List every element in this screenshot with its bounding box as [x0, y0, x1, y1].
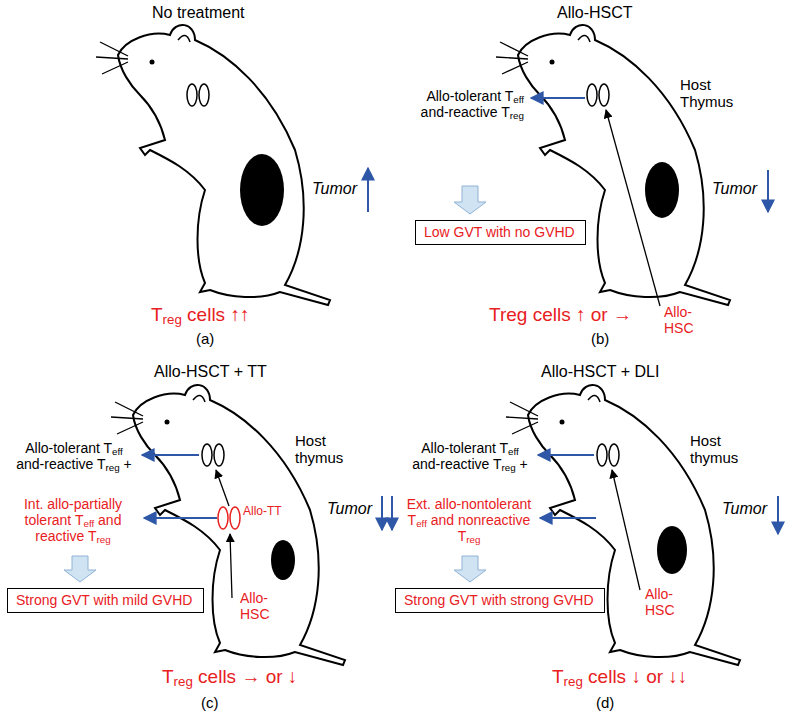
panel-title: Allo-HSCT: [557, 4, 633, 22]
thymus-label: Host Thymus: [680, 76, 738, 111]
tumor-trend-arrow: [381, 496, 383, 530]
treg-status: Treg cells ↓ or ↓↓: [552, 666, 687, 688]
thymus-lobe: [597, 444, 607, 466]
tumor-trend-arrow: [367, 168, 369, 212]
tumor: [645, 162, 679, 218]
outcome-box: Strong GVT with mild GVHD: [7, 588, 204, 613]
tumor-label: Tumor: [327, 500, 372, 518]
thymus-transplant-lobe: [218, 507, 228, 529]
panel-letter: (a): [196, 330, 214, 347]
transplant-label: Allo-TT: [243, 505, 282, 519]
tumor: [657, 526, 687, 574]
thymus-lobe: [609, 444, 619, 466]
output-arrow: [144, 517, 217, 519]
infusion-arrow: [606, 110, 660, 306]
tumor-trend-arrow: [391, 496, 393, 530]
thymus-label: Host thymus: [690, 432, 748, 467]
thymus-label: Host thymus: [295, 432, 353, 467]
tumor-label: Tumor: [712, 180, 757, 198]
outcome-text: Strong GVT with strong GVHD: [404, 592, 596, 609]
mouse: [496, 25, 730, 305]
output-arrow: [540, 517, 596, 519]
outcome-box: Low GVT with no GVHD: [415, 220, 586, 245]
infusion-arrow: [216, 470, 229, 506]
panel-title: Allo-HSCT + DLI: [541, 363, 659, 381]
treg-status: Treg cells ↑↑: [151, 304, 249, 326]
panel-title: No treatment: [152, 4, 244, 22]
infusion-arrow: [612, 470, 640, 590]
mouse: [506, 385, 740, 665]
thymus-lobe: [202, 444, 212, 466]
tumor-label: Tumor: [312, 180, 357, 198]
tumor-label: Tumor: [722, 500, 767, 518]
thymus-lobe: [199, 84, 209, 106]
panel-letter: (c): [201, 694, 219, 711]
outcome-box: Strong GVT with strong GVHD: [395, 588, 605, 613]
cell-source-label: Allo-HSC: [240, 590, 282, 622]
cell-source-label: Allo-HSC: [664, 304, 706, 336]
treg-status: Treg cells → or ↓: [162, 666, 297, 688]
output-arrow: [142, 454, 199, 456]
cell-population-label: Ext. allo-nontolerant Teff and nonreacti…: [404, 496, 534, 544]
output-arrow: [531, 97, 585, 99]
tumor: [271, 540, 295, 580]
thymus-lobe: [587, 84, 597, 106]
treg-status: Treg cells ↑ or →: [489, 304, 632, 326]
mouse: [96, 25, 330, 305]
output-arrow: [538, 454, 594, 456]
tumor: [240, 154, 284, 226]
block-arrow: [454, 186, 486, 214]
block-arrow: [64, 556, 96, 582]
thymus-lobe: [599, 84, 609, 106]
outcome-text: Low GVT with no GVHD: [424, 224, 577, 241]
tumor-trend-arrow: [777, 496, 779, 534]
thymus-lobe: [214, 444, 224, 466]
tumor-trend-arrow: [767, 170, 769, 212]
block-arrow: [454, 556, 486, 582]
infusion-arrow: [230, 534, 232, 598]
mouse: [111, 385, 345, 665]
cell-population-label: Allo-tolerant Teff and-reactive Treg +: [12, 440, 136, 472]
cell-population-label: Allo-tolerant Teff and-reactive Treg +: [408, 440, 532, 472]
cell-population-label: Allo-tolerant Teff and-reactive Treg: [400, 88, 524, 120]
panel-letter: (d): [596, 694, 614, 711]
thymus-transplant-lobe: [230, 507, 240, 529]
cell-source-label: Allo-HSC: [645, 586, 687, 618]
outcome-text: Strong GVT with mild GVHD: [16, 592, 195, 609]
panel-title: Allo-HSCT + TT: [154, 363, 267, 381]
thymus-lobe: [187, 84, 197, 106]
cell-population-label: Int. allo-partially tolerant Teff and re…: [8, 496, 138, 544]
panel-letter: (b): [591, 330, 609, 347]
